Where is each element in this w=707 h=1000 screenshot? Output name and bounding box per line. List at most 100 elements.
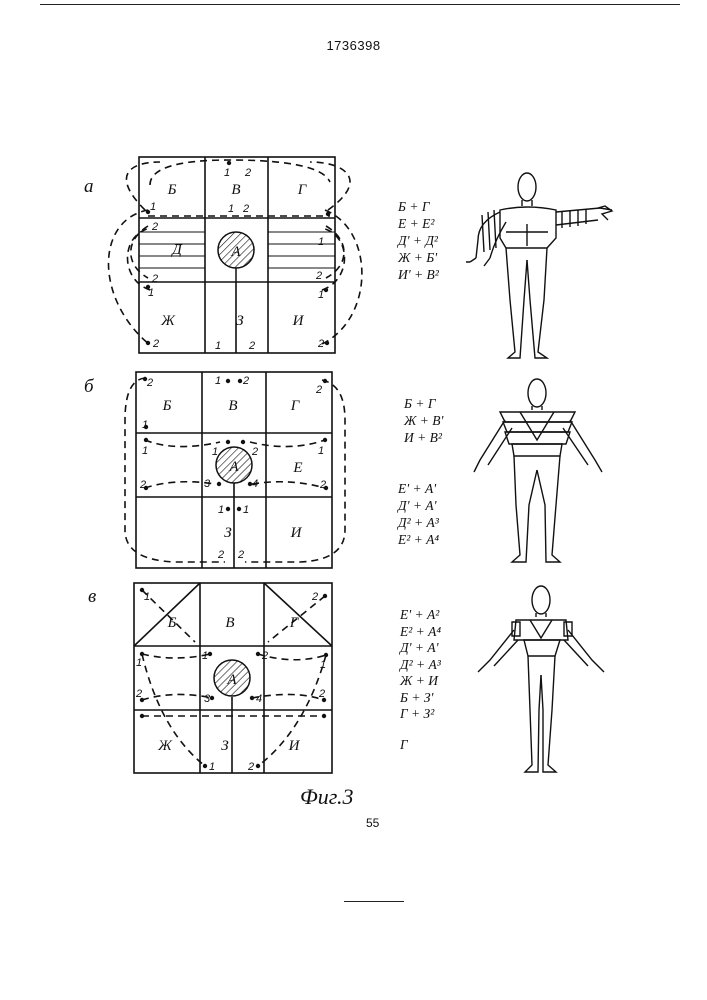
svg-text:2: 2 — [135, 688, 142, 700]
formula-list-b-bottom: Е' + А' Д' + А' Д² + А³ Е² + А⁴ — [398, 480, 439, 548]
svg-text:2: 2 — [217, 549, 224, 561]
person-figure-a — [466, 173, 612, 358]
panel-label-b: б — [84, 376, 95, 397]
svg-text:1: 1 — [318, 236, 324, 248]
formula-list-a: Б + Г Е + Е² Д' + Д² Ж + Б' И' + В² — [398, 198, 439, 283]
svg-text:1: 1 — [148, 287, 154, 299]
panel-v: в — [88, 583, 332, 773]
svg-text:2: 2 — [319, 479, 326, 491]
svg-text:1: 1 — [243, 504, 249, 516]
cell-v-v: В — [225, 615, 234, 631]
formula-b-6: Д² + А³ — [398, 514, 439, 531]
svg-text:1: 1 — [215, 375, 221, 387]
svg-text:1: 1 — [318, 445, 324, 457]
person-figure-b — [474, 379, 602, 562]
cell-zh-a: Ж — [160, 313, 176, 329]
cell-d-a: Д — [170, 242, 183, 258]
svg-text:1: 1 — [142, 419, 148, 431]
svg-text:2: 2 — [242, 203, 249, 215]
svg-text:1: 1 — [136, 657, 142, 669]
svg-text:1: 1 — [318, 289, 324, 301]
panel-label-v: в — [88, 586, 96, 607]
cell-i-a: И — [292, 313, 305, 329]
svg-text:1: 1 — [144, 591, 150, 603]
cell-i-v: И — [288, 738, 301, 754]
cell-z-a: З — [236, 313, 244, 329]
svg-text:1: 1 — [228, 203, 234, 215]
formula-b-3: И + В² — [404, 429, 443, 446]
formula-b-7: Е² + А⁴ — [398, 531, 439, 548]
panel-b-points — [143, 377, 328, 511]
svg-text:1: 1 — [215, 340, 221, 352]
svg-text:2: 2 — [247, 761, 254, 773]
page-number: 55 — [366, 816, 379, 830]
formula-a-4: Ж + Б' — [398, 249, 439, 266]
formula-list-b-top: Б + Г Ж + В' И + В² — [404, 395, 443, 446]
formula-v-6: Б + З' — [400, 690, 441, 707]
formula-v-8: Г — [400, 737, 441, 754]
cell-z-v: З — [221, 738, 229, 754]
cell-b-a: Б — [167, 182, 177, 198]
svg-text:2: 2 — [242, 375, 249, 387]
svg-text:1: 1 — [150, 201, 156, 213]
cell-z-b: З — [224, 525, 232, 541]
formula-a-3: Д' + Д² — [398, 232, 439, 249]
cell-v-b: В — [228, 398, 237, 414]
formula-b-2: Ж + В' — [404, 412, 443, 429]
svg-text:2: 2 — [146, 377, 153, 389]
cell-a-b: А — [228, 459, 239, 475]
svg-text:1: 1 — [320, 659, 326, 671]
svg-text:2: 2 — [244, 167, 251, 179]
formula-v-3: Д' + А' — [400, 640, 441, 657]
formula-b-4: Е' + А' — [398, 480, 439, 497]
svg-text:2: 2 — [139, 479, 146, 491]
cell-e-b: Е — [292, 460, 302, 476]
panel-a: а — [84, 157, 362, 353]
svg-text:2: 2 — [315, 384, 322, 396]
formula-a-5: И' + В² — [398, 266, 439, 283]
svg-text:2: 2 — [317, 338, 324, 350]
svg-text:1: 1 — [212, 446, 218, 458]
svg-text:2: 2 — [315, 270, 322, 282]
cell-i-b: И — [290, 525, 303, 541]
svg-text:2: 2 — [261, 650, 268, 662]
panel-b: б Б В Г А Е З — [84, 372, 345, 568]
svg-text:1: 1 — [142, 445, 148, 457]
formula-list-v: Е' + А² Е² + А⁴ Д' + А' Д² + А³ Ж + И Б … — [400, 607, 441, 753]
cell-g-v: Г — [289, 615, 300, 631]
cell-g-b: Г — [290, 398, 301, 414]
cell-g-a: Г — [297, 182, 308, 198]
figure-caption: Фиг.3 — [300, 784, 354, 810]
formula-v-4: Д² + А³ — [400, 657, 441, 674]
formula-a-2: Е + Е² — [398, 215, 439, 232]
svg-text:2: 2 — [251, 446, 258, 458]
svg-text:1: 1 — [202, 650, 208, 662]
svg-text:2: 2 — [248, 340, 255, 352]
formula-a-1: Б + Г — [398, 198, 439, 215]
cell-a-a: А — [230, 244, 241, 260]
formula-v-5: Ж + И — [400, 673, 441, 690]
svg-text:4: 4 — [252, 478, 258, 490]
svg-text:1: 1 — [209, 761, 215, 773]
svg-text:2: 2 — [151, 221, 158, 233]
svg-text:2: 2 — [311, 591, 318, 603]
formula-v-7: Г + З² — [400, 706, 441, 723]
svg-text:2: 2 — [237, 549, 244, 561]
svg-text:2: 2 — [318, 688, 325, 700]
svg-text:4: 4 — [256, 693, 262, 705]
svg-text:2: 2 — [152, 338, 159, 350]
svg-text:3: 3 — [204, 478, 211, 490]
cell-zh-v: Ж — [157, 738, 173, 754]
bottom-rule — [344, 901, 404, 902]
cell-v-a: В — [231, 182, 240, 198]
person-figure-v — [478, 586, 604, 772]
formula-b-1: Б + Г — [404, 395, 443, 412]
svg-text:1: 1 — [224, 167, 230, 179]
formula-v-2: Е² + А⁴ — [400, 624, 441, 641]
svg-text:1: 1 — [218, 504, 224, 516]
svg-text:3: 3 — [204, 693, 211, 705]
cell-b-b: Б — [162, 398, 172, 414]
cell-b-v: Б — [167, 615, 177, 631]
cell-a-v: А — [226, 672, 237, 688]
